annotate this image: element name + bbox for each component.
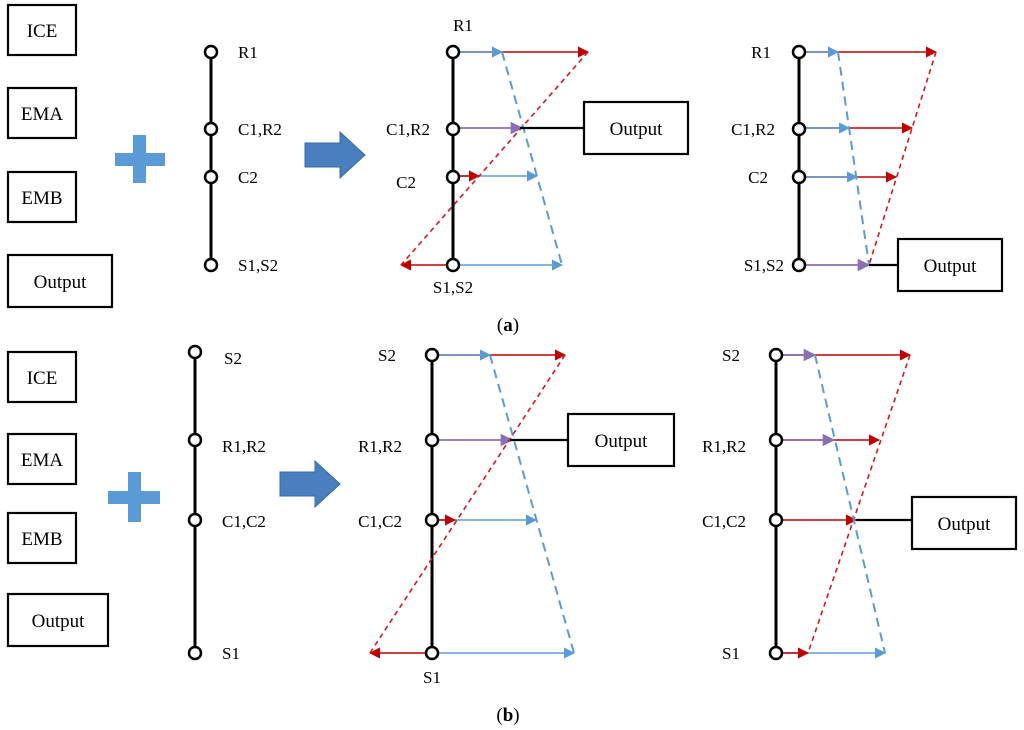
lever-diagram-a2: R1 C1,R2 C2 S1,S2 Output [731,43,1004,293]
lever-node-label: S2 [224,349,242,368]
lever-node [187,645,203,661]
legend-box-ice [6,350,78,404]
legend-label-ice: ICE [27,368,58,389]
legend-box-emb [6,511,78,565]
output-label: Output [938,514,992,535]
lever-node [791,121,807,137]
lever-diagram-b2: S2 R1,R2 C1,C2 S1 Output [702,346,1018,663]
lever-node-label: R1,R2 [222,437,266,456]
output-box [910,495,1018,551]
lever-node [424,347,440,363]
lever-node-label: R1 [453,16,473,35]
caption-b: (b) [496,705,519,726]
speed-line-red [369,354,566,654]
lever-node [424,645,440,661]
lever-node [791,169,807,185]
lever-diagram-b1: S2 R1,R2 C1,C2 S1 Output [358,346,676,687]
output-label: Output [595,431,649,452]
legend-label-output: Output [34,272,88,293]
lever-node-label: C1,C2 [222,512,266,531]
lever-node-label: R1,R2 [702,437,746,456]
lever-node-label: C1,R2 [238,120,282,139]
lever-node-label: R1 [238,43,258,62]
lever-node-label: S1,S2 [744,256,784,275]
lever-node [791,44,807,60]
lever-node [445,121,461,137]
lever-node [445,44,461,60]
lever-node [768,347,784,363]
lever-node-label: S1 [222,644,240,663]
lever-node-label: S1 [423,668,441,687]
lever-a: R1 C1,R2 C2 S1,S2 [203,43,282,275]
speed-line-red [400,51,589,266]
right-arrow-icon [279,459,341,509]
speed-line-blue [837,51,870,266]
legend-label-emb: EMB [21,529,62,550]
lever-node-label: C2 [238,168,258,187]
part-a: ICE EMA EMB Output R1 C1,R2 C2 S1,S2 [6,3,1004,336]
output-label: Output [924,256,978,277]
lever-node-label: S1,S2 [433,278,473,297]
caption-a: (a) [497,315,519,336]
legend-box-ema [6,432,78,486]
lever-node-label: C2 [396,173,416,192]
output-box [566,412,676,468]
lever-node [203,169,219,185]
lever-node-label: R1,R2 [358,437,402,456]
legend-label-output: Output [32,611,86,632]
output-label: Output [610,119,664,140]
lever-node-label: C1,C2 [702,512,746,531]
lever-node [203,44,219,60]
lever-b: S2 R1,R2 C1,C2 S1 [187,344,266,663]
plus-icon [115,135,165,183]
lever-node-label: S2 [378,346,396,365]
lever-node [424,432,440,448]
output-box [896,237,1004,293]
legend-a: ICE EMA EMB Output [6,3,114,309]
legend-label-ema: EMA [21,104,64,125]
lever-node [445,257,461,273]
legend-label-emb: EMB [21,188,62,209]
plus-icon [108,472,160,522]
lever-node-label: C1,R2 [731,120,775,139]
speed-line-red [868,51,937,266]
lever-node [203,121,219,137]
lever-node-label: S2 [722,346,740,365]
lever-node [791,257,807,273]
lever-node [768,432,784,448]
legend-box-ema [6,86,78,140]
legend-box-ice [6,3,78,57]
part-b: ICE EMA EMB Output S2 R1,R2 C1,C2 S1 [6,344,1018,726]
lever-node-label: C1,R2 [386,120,430,139]
lever-node-label: S1,S2 [238,256,278,275]
lever-diagram-a1: R1 C1,R2 C2 S1,S2 Output [386,16,690,297]
speed-line-blue [489,354,575,654]
legend-label-ice: ICE [27,21,58,42]
lever-node-label: C1,C2 [358,512,402,531]
lever-node [768,512,784,528]
legend-box-output [6,592,110,648]
speed-line-blue [814,354,886,654]
lever-node-label: R1 [751,43,771,62]
lever-node [187,344,203,360]
speed-line-blue [501,51,563,266]
lever-node [445,169,461,185]
lever-node-label: C2 [748,168,768,187]
lever-node [424,512,440,528]
speed-line-red [807,354,911,654]
legend-box-output [6,253,114,309]
lever-node-label: S1 [722,644,740,663]
right-arrow-icon [304,130,366,180]
legend-b: ICE EMA EMB Output [6,350,110,648]
lever-node [203,257,219,273]
lever-node [768,645,784,661]
output-box [582,100,690,156]
lever-node [187,512,203,528]
legend-box-emb [6,170,78,224]
lever-node [187,432,203,448]
legend-label-ema: EMA [21,450,64,471]
